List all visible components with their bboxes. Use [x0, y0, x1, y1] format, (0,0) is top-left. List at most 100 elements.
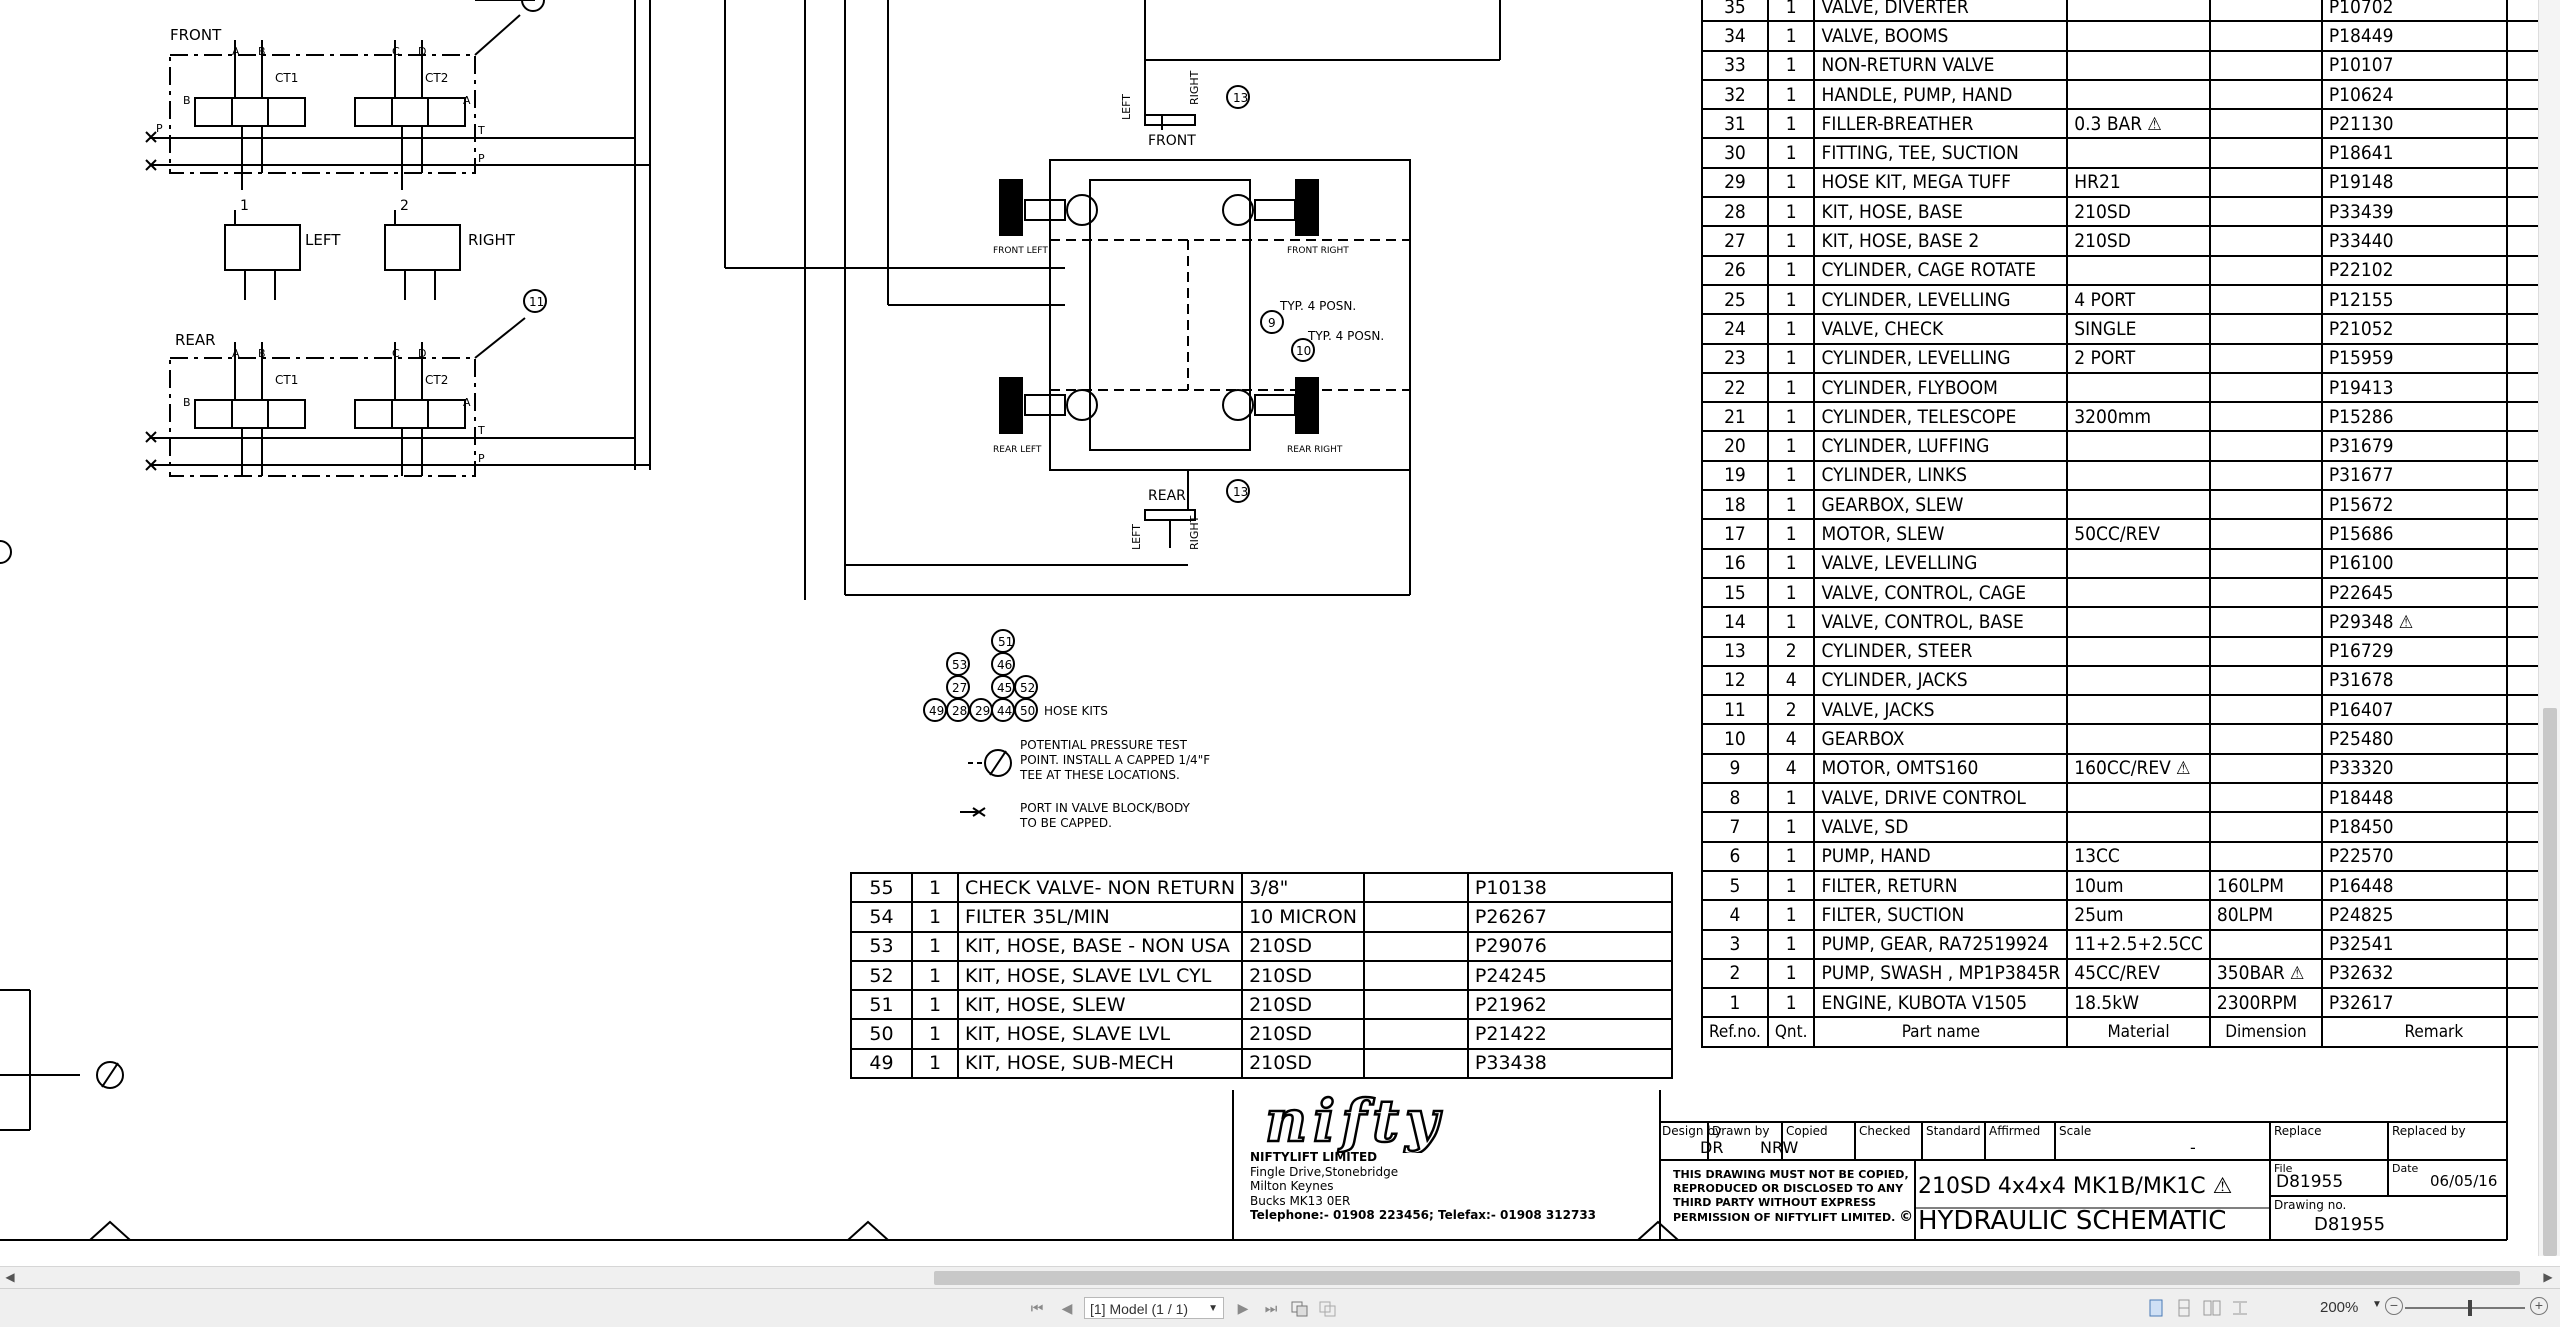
horizontal-scrollbar[interactable]: ◀ ▶ [0, 1266, 2560, 1289]
cell-remark-text: P18449 [2328, 24, 2394, 47]
cell-dimension [2208, 723, 2323, 755]
cell-part-name: FILTER 35L/MIN [956, 901, 1244, 933]
replace-label: Replace [2274, 1124, 2322, 1138]
cell-dimension [1362, 959, 1469, 992]
cell-qty: 1 [1766, 899, 1816, 931]
cell-part-name-text: PUMP, HAND [1821, 845, 1931, 868]
svg-text:CT2: CT2 [425, 71, 448, 85]
svg-text:REAR RIGHT: REAR RIGHT [1287, 445, 1343, 455]
cell-material: 4 PORT [2066, 283, 2211, 316]
cell-remark-text: P16448 [2328, 874, 2394, 897]
cell-material [2066, 137, 2211, 169]
zoom-slider-handle[interactable] [2468, 1300, 2472, 1316]
cell-remark-text: P16407 [2328, 698, 2394, 721]
continuous-view-icon[interactable] [2174, 1298, 2194, 1318]
date-value: 06/05/16 [2430, 1172, 2498, 1190]
cell-remark: P32632 [2320, 957, 2547, 990]
cell-dimension [1362, 871, 1469, 904]
affirmed-label: Affirmed [1989, 1124, 2041, 1138]
cell-ref: 5 [1701, 869, 1769, 902]
header-part-name-text: Part name [1901, 1022, 1981, 1043]
cell-qty: 1 [1766, 283, 1816, 316]
cell-ref-text: 29 [1724, 171, 1746, 194]
svg-text:C: C [392, 347, 400, 360]
two-page-view-icon[interactable] [2202, 1298, 2222, 1318]
single-page-view-icon[interactable] [2146, 1298, 2166, 1318]
cell-remark: P15686 [2320, 518, 2547, 550]
cell-part-name: KIT, HOSE, SLAVE LVL [956, 1018, 1244, 1050]
cell-material [2066, 49, 2211, 81]
svg-text:FRONT LEFT: FRONT LEFT [993, 246, 1048, 256]
svg-text:TYP. 4 POSN.: TYP. 4 POSN. [1279, 299, 1356, 313]
scroll-right-arrow-icon[interactable]: ▶ [2543, 1270, 2553, 1284]
layout-tab-icon[interactable] [1318, 1298, 1338, 1318]
cell-part-name: KIT, HOSE, BASE 2 [1813, 225, 2069, 257]
fit-page-icon[interactable] [2230, 1298, 2250, 1318]
cell-ref-text: 4 [1729, 903, 1741, 926]
copy-layout-icon[interactable] [1290, 1298, 1310, 1318]
cell-remark-text: P22102 [2328, 259, 2394, 282]
cell-ref: 32 [1701, 78, 1769, 111]
cell-qty-text: 4 [1785, 757, 1797, 780]
model-select[interactable]: [1] Model (1 / 1) ▼ [1084, 1297, 1224, 1319]
cell-dimension [2208, 811, 2323, 843]
previous-page-icon[interactable]: ◀ [1061, 1300, 1073, 1316]
next-page-icon[interactable]: ▶ [1237, 1300, 1249, 1316]
cell-ref: 18 [1701, 489, 1769, 521]
zoom-in-button[interactable]: + [2530, 1297, 2548, 1315]
cell-part-name: MOTOR, SLEW [1813, 518, 2069, 550]
svg-text:REAR LEFT: REAR LEFT [993, 445, 1042, 455]
cell-material-text: SINGLE [2074, 317, 2137, 340]
cell-remark-text: P16729 [2328, 640, 2394, 663]
cell-part-name-text: VALVE, CONTROL, BASE [1821, 610, 2024, 633]
vertical-scroll-thumb[interactable] [2543, 708, 2557, 1256]
cell-part-name-text: CYLINDER, LEVELLING [1821, 347, 2011, 370]
cell-material-text: 210SD [1249, 1052, 1313, 1075]
cell-part-name-text: GEARBOX [1821, 728, 1905, 751]
cell-qty-text: 1 [1785, 815, 1797, 838]
svg-text:C: C [392, 45, 400, 58]
cell-material: 10 MICRON [1241, 901, 1365, 933]
cell-qty: 1 [1766, 869, 1816, 902]
cell-part-name: VALVE, DIVERTER [1813, 0, 2069, 23]
cell-ref-text: 5 [1729, 874, 1741, 897]
cell-remark: P32541 [2320, 928, 2547, 960]
cell-dimension [2208, 782, 2323, 814]
zoom-slider[interactable] [2405, 1307, 2525, 1309]
cell-qty-text: 1 [1785, 903, 1797, 926]
cell-qty: 1 [1766, 489, 1816, 521]
cell-remark-text: P26267 [1474, 905, 1547, 928]
zoom-dropdown-icon[interactable]: ▼ [2372, 1299, 2382, 1310]
cell-remark-text: P10624 [2328, 83, 2394, 106]
cell-part-name: KIT, HOSE, BASE [1813, 196, 2069, 228]
cell-qty-text: 1 [928, 1023, 942, 1046]
cell-qty: 1 [1766, 459, 1816, 492]
scroll-left-arrow-icon[interactable]: ◀ [5, 1270, 15, 1284]
cell-ref-text: 24 [1724, 317, 1746, 340]
cell-ref-text: 8 [1729, 786, 1741, 809]
last-page-icon[interactable]: ⏭ [1264, 1300, 1278, 1316]
drawing-canvas[interactable]: FRONT REAR LEFT RIGHT CT1 CT2 CT1 CT2 1 … [0, 0, 2560, 1256]
cell-dimension [2208, 225, 2323, 257]
cell-part-name: CYLINDER, CAGE ROTATE [1813, 254, 2069, 286]
cell-part-name: FITTING, TEE, SUCTION [1813, 137, 2069, 169]
horizontal-scroll-thumb[interactable] [934, 1271, 2520, 1285]
first-page-icon[interactable]: ⏮ [1030, 1300, 1044, 1316]
cell-qty: 1 [1766, 430, 1816, 462]
zoom-out-button[interactable]: − [2385, 1297, 2403, 1315]
cell-qty: 2 [1766, 635, 1816, 667]
vertical-scrollbar[interactable] [2538, 0, 2560, 1256]
cell-qty-text: 1 [1785, 259, 1797, 282]
label-front-drive: FRONT [1148, 133, 1196, 149]
cell-part-name: VALVE, BOOMS [1813, 20, 2069, 52]
cell-ref-text: 50 [869, 1023, 894, 1046]
zoom-level[interactable]: 200% [2320, 1299, 2359, 1316]
cell-ref-text: 20 [1724, 435, 1746, 458]
